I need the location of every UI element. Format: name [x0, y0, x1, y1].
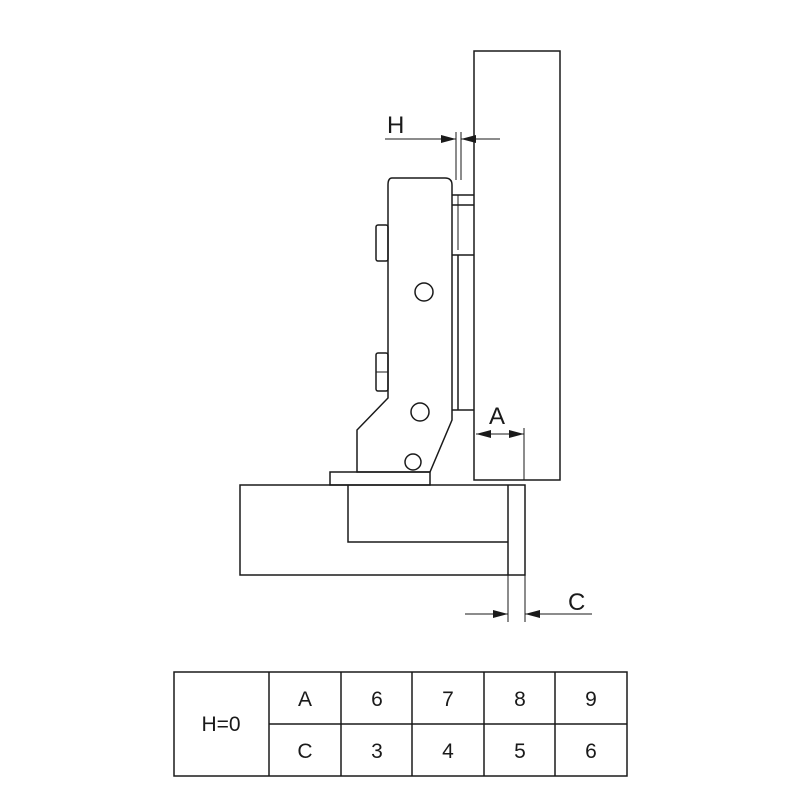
table-row-c-value-1: 3: [371, 740, 383, 763]
table-condition-cell: H=0: [201, 713, 240, 736]
table-row-c-value-2: 4: [442, 740, 454, 763]
dim-h-arrow-left: [441, 135, 456, 143]
table-row-c-value-3: 5: [514, 740, 526, 763]
table-row-a-key: A: [298, 688, 312, 711]
table-row-a-value-2: 7: [442, 688, 454, 711]
hinge-arm: [356, 177, 453, 473]
cabinet-side-panel: [239, 484, 526, 576]
dim-h-label: H: [387, 112, 404, 139]
arm-tab-upper: [375, 224, 389, 262]
table-row-c-key: C: [297, 740, 312, 763]
dim-a-arrow-right: [509, 430, 524, 438]
dim-a-arrow-left: [476, 430, 491, 438]
table-row-a-value-1: 6: [371, 688, 383, 711]
screw-hole-upper: [414, 282, 434, 302]
mounting-plate: [329, 471, 431, 486]
table-row-a-value-3: 8: [514, 688, 526, 711]
dim-c-label: C: [568, 589, 585, 616]
screw-hole-lower: [404, 453, 422, 471]
mounting-plate-recess: [347, 485, 508, 543]
screw-hole-middle: [410, 402, 430, 422]
table-row-a-value-4: 9: [585, 688, 597, 711]
door-panel: [473, 50, 561, 481]
dim-h-arrow-right: [461, 135, 476, 143]
hinge-cup: [452, 194, 474, 411]
dim-c-arrow-right: [525, 610, 540, 618]
dimension-table: H=0 A 6 7 8 9 C 3 4 5 6: [173, 671, 628, 777]
dim-c-arrow-left: [493, 610, 508, 618]
table-row-c-value-4: 6: [585, 740, 597, 763]
dim-a-label: A: [489, 403, 505, 430]
